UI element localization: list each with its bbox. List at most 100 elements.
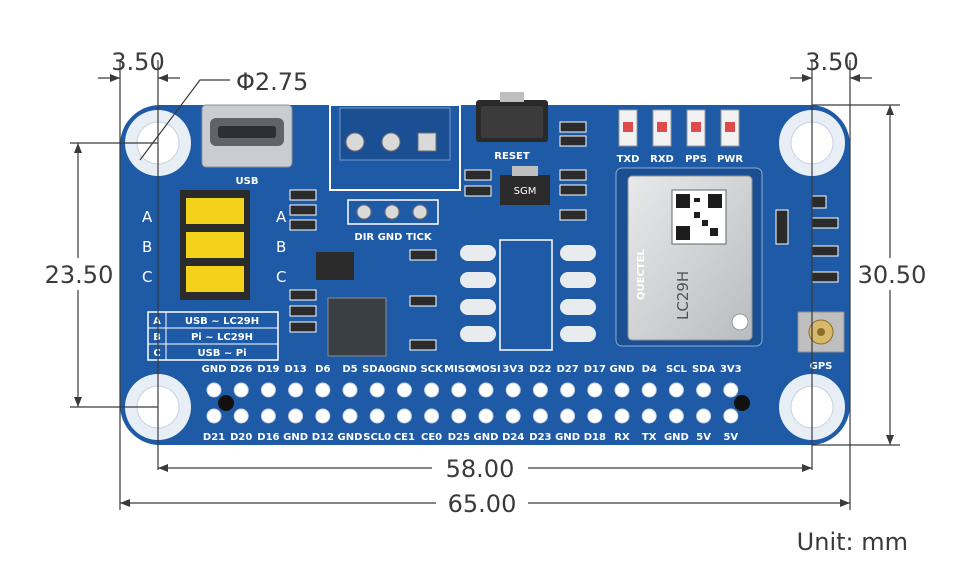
gpio-label-bottom: D25 — [448, 432, 470, 443]
gpio-label-top: D4 — [642, 364, 657, 375]
gpio-pin-bottom — [614, 408, 630, 424]
gpio-label-top: GND — [610, 364, 635, 375]
gpio-label-top: SCL — [666, 364, 688, 375]
dim-right-offset: 3.50 — [805, 48, 858, 76]
gpio-label-bottom: GND — [664, 432, 689, 443]
led-label-txd: TXD — [617, 154, 640, 165]
voltage-regulator: SGM — [500, 166, 550, 205]
gpio-pin-top — [206, 382, 222, 398]
led-label-pps: PPS — [685, 154, 707, 165]
gpio-label-top: D6 — [315, 364, 330, 375]
gpio-pin-top — [233, 382, 249, 398]
gpio-pin-top — [369, 382, 385, 398]
switch-label-b-right: B — [276, 238, 286, 256]
gpio-label-bottom: CE0 — [421, 432, 442, 443]
gpio-label-top: D27 — [556, 364, 578, 375]
reset-label: RESET — [494, 151, 530, 162]
dim-hole-diameter: Φ2.75 — [236, 68, 308, 96]
mode-value-b: Pi ~ LC29H — [191, 332, 253, 343]
pad-array — [460, 239, 596, 351]
mode-key-a: A — [153, 316, 161, 327]
usb-connector: USB — [201, 104, 293, 187]
gpio-label-bottom: 5V — [696, 432, 711, 443]
gps-connector: GPS — [797, 311, 845, 372]
gpio-label-top: SDA0 — [362, 364, 392, 375]
gpio-pin-bottom — [342, 408, 358, 424]
gpio-label-top: GND — [202, 364, 227, 375]
module-model: LC29H — [674, 271, 692, 320]
chip-label: SGM — [514, 186, 537, 197]
reset-button: RESET — [476, 92, 548, 162]
gpio-pin-top — [723, 382, 739, 398]
gpio-label-top: D22 — [529, 364, 551, 375]
mode-table: A USB ~ LC29H B Pi ~ LC29H C USB ~ Pi — [147, 311, 279, 361]
gpio-pin-top — [342, 382, 358, 398]
dim-board-height: 30.50 — [858, 261, 927, 289]
switch-label-a-right: A — [276, 208, 287, 226]
gpio-pin-bottom — [260, 408, 276, 424]
gpio-label-top: D17 — [584, 364, 606, 375]
gpio-label-bottom: D18 — [584, 432, 606, 443]
terminal-block: DIR GND TICK — [329, 104, 461, 243]
gpio-label-bottom: D16 — [257, 432, 279, 443]
mosfet-chip — [316, 252, 354, 280]
gpio-label-bottom: GND — [338, 432, 363, 443]
gpio-label-bottom: D23 — [529, 432, 551, 443]
gpio-label-top: MISO — [444, 364, 473, 375]
gpio-label-bottom: RX — [614, 432, 630, 443]
gpio-pin-bottom — [233, 408, 249, 424]
gpio-pin-bottom — [451, 408, 467, 424]
switch-label-c-left: C — [142, 268, 152, 286]
status-leds: TXD RXD PPS PWR — [617, 109, 743, 165]
gpio-pin-bottom — [396, 408, 412, 424]
gpio-pin-top — [641, 382, 657, 398]
standoff-marker — [734, 395, 750, 411]
gpio-label-top: 3V3 — [502, 364, 524, 375]
gpio-pin-bottom — [560, 408, 576, 424]
gpio-pin-bottom — [723, 408, 739, 424]
gpio-label-bottom: 5V — [723, 432, 738, 443]
gpio-label-bottom: D21 — [203, 432, 225, 443]
gpio-pin-bottom — [532, 408, 548, 424]
gpio-label-top: D5 — [342, 364, 357, 375]
gpio-label-top: 3V3 — [720, 364, 742, 375]
standoff-marker — [218, 395, 234, 411]
gpio-label-bottom: GND — [474, 432, 499, 443]
mode-key-b: B — [153, 332, 161, 343]
gpio-pin-top — [260, 382, 276, 398]
gpio-pin-top — [288, 382, 304, 398]
gpio-pin-top — [315, 382, 331, 398]
gpio-label-top: D26 — [230, 364, 252, 375]
gpio-pin-bottom — [505, 408, 521, 424]
mode-value-a: USB ~ LC29H — [185, 316, 259, 327]
led-label-rxd: RXD — [650, 154, 674, 165]
gpio-pin-bottom — [587, 408, 603, 424]
gpio-label-top: SCK — [420, 364, 444, 375]
dim-hole-spacing-horizontal: 58.00 — [446, 455, 515, 483]
gpio-label-top: GND — [392, 364, 417, 375]
dim-hole-spacing-vertical: 23.50 — [45, 261, 114, 289]
switch-label-b-left: B — [142, 238, 152, 256]
gpio-pin-top — [505, 382, 521, 398]
gpio-label-bottom: D24 — [502, 432, 524, 443]
gpio-label-bottom: GND — [555, 432, 580, 443]
gpio-pin-top — [668, 382, 684, 398]
gnss-module: QUECTEL LC29H — [615, 167, 763, 347]
gpio-pin-bottom — [315, 408, 331, 424]
gpio-label-top: SDA — [692, 364, 716, 375]
gps-label: GPS — [810, 361, 833, 372]
gpio-pin-bottom — [641, 408, 657, 424]
gpio-label-bottom: CE1 — [394, 432, 415, 443]
gpio-pin-top — [424, 382, 440, 398]
mode-key-c: C — [153, 348, 160, 359]
gpio-label-bottom: SCL0 — [363, 432, 391, 443]
gpio-pin-bottom — [696, 408, 712, 424]
switch-label-c-right: C — [276, 268, 286, 286]
mode-value-c: USB ~ Pi — [197, 348, 246, 359]
dim-board-width: 65.00 — [448, 490, 517, 518]
unit-label: Unit: mm — [796, 528, 908, 556]
gpio-pin-top — [451, 382, 467, 398]
gpio-pin-top — [478, 382, 494, 398]
gpio-pin-bottom — [288, 408, 304, 424]
